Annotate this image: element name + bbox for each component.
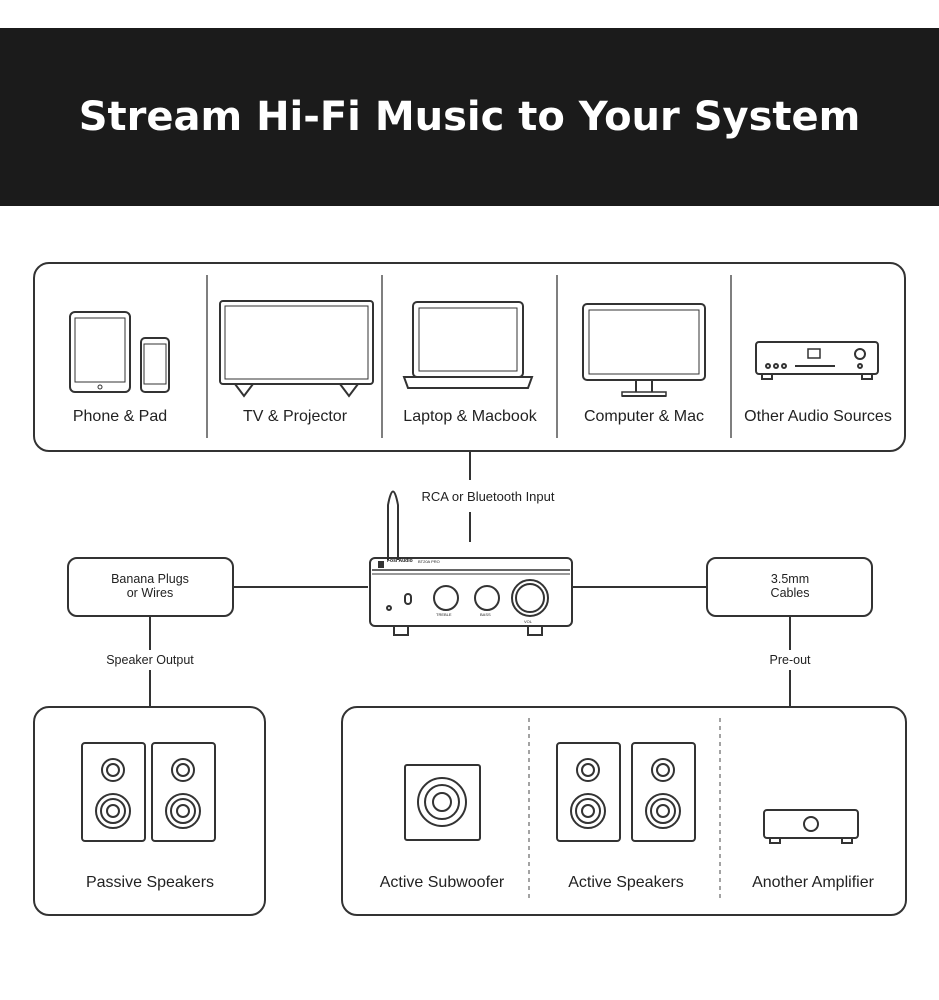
- another-amplifier-label: Another Amplifier: [752, 874, 874, 891]
- laptop-icon: [402, 301, 534, 389]
- banana-line2: or Wires: [126, 586, 174, 600]
- input-label: RCA or Bluetooth Input: [421, 489, 555, 504]
- amp-model: BT20A PRO: [418, 559, 440, 564]
- amp-brand: Fosi Audio: [387, 558, 413, 564]
- bass-label: BASS: [480, 612, 491, 617]
- vol-label: VOL: [524, 619, 533, 624]
- output-dividers: [528, 718, 721, 902]
- audio-source-icon: [755, 341, 879, 380]
- title-banner: Stream Hi-Fi Music to Your System: [0, 28, 939, 206]
- passive-speakers-label: Passive Speakers: [85, 874, 215, 891]
- monitor-icon: [582, 303, 706, 397]
- connection-lines: [149, 452, 791, 706]
- source-label: TV & Projector: [242, 408, 348, 425]
- source-dividers: [206, 275, 732, 438]
- sources-box: [33, 262, 906, 452]
- page-title: Stream Hi-Fi Music to Your System: [78, 94, 861, 140]
- cables-line2: Cables: [770, 586, 810, 600]
- source-label: Other Audio Sources: [744, 408, 892, 425]
- amplifier-icon: [369, 490, 573, 636]
- active-speakers-label: Active Speakers: [568, 874, 684, 891]
- passive-box: [33, 706, 266, 916]
- active-box: [341, 706, 907, 916]
- banana-plugs-box: [67, 557, 234, 617]
- subwoofer-label: Active Subwoofer: [379, 874, 505, 891]
- subwoofer-icon: [404, 764, 481, 841]
- treble-label: TREBLE: [436, 612, 452, 617]
- source-label: Computer & Mac: [583, 408, 705, 425]
- cables-line1: 3.5mm: [770, 572, 810, 586]
- passive-speakers-icon: [81, 742, 216, 842]
- amplifier-small-icon: [763, 809, 859, 844]
- cables-box: [706, 557, 873, 617]
- active-speakers-icon: [556, 742, 696, 842]
- preout-label: Pre-out: [769, 653, 811, 667]
- source-label: Laptop & Macbook: [403, 408, 537, 425]
- source-label: Phone & Pad: [72, 408, 168, 425]
- banana-line1: Banana Plugs: [111, 572, 189, 586]
- tablet-phone-icon: [69, 311, 170, 393]
- speaker-output-label: Speaker Output: [106, 653, 194, 667]
- tv-icon: [219, 300, 374, 398]
